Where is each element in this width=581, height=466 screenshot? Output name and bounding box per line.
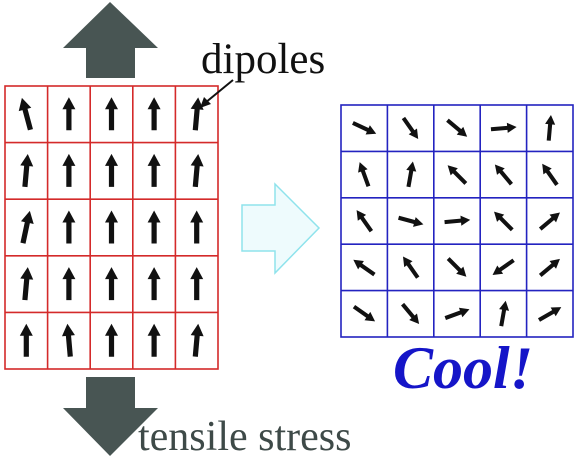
dipole-arrow-icon [105, 210, 118, 244]
stressed-dipole-grid [4, 85, 219, 370]
up-arrow-icon [63, 2, 158, 78]
dipole-arrow-icon [20, 210, 34, 244]
dipole-arrow-icon [402, 256, 420, 279]
dipole-arrow-icon [62, 210, 76, 244]
dipole-arrow-icon [352, 304, 376, 322]
grid-border [340, 104, 574, 338]
dipole-arrow-icon [147, 267, 161, 301]
pointer-head-icon [200, 97, 211, 108]
dipole-arrow-icon [190, 323, 204, 357]
dipole-arrow-icon [61, 323, 75, 357]
dipole-arrow-icon [147, 210, 161, 244]
dipole-arrow-icon [444, 215, 471, 226]
dipole-arrow-icon [492, 258, 515, 276]
dipole-arrow-icon [18, 97, 33, 131]
dipole-arrow-icon [494, 164, 513, 186]
dipole-arrow-icon [147, 323, 161, 357]
dipole-arrow-icon [494, 211, 514, 232]
dipole-arrow-icon [446, 257, 467, 277]
dipole-arrow-icon [353, 259, 376, 277]
dipole-arrow-icon [105, 323, 118, 357]
dipole-arrow-icon [538, 258, 560, 277]
dipole-arrow-icon [20, 153, 34, 188]
dipole-arrow-icon [20, 267, 34, 301]
cooled-dipole-grid [340, 104, 574, 338]
dipole-arrow-icon [62, 153, 76, 187]
dipole-arrow-icon [105, 153, 118, 187]
dipole-arrow-icon [537, 307, 562, 322]
dipole-arrow-icon [446, 118, 468, 137]
dipole-arrow-icon [398, 215, 424, 227]
cool-label: Cool! [393, 335, 533, 401]
dipole-arrow-icon [190, 97, 204, 131]
dipole-arrow-icon [406, 161, 417, 188]
dipole-arrow-icon [545, 114, 556, 141]
dipole-label-pointer [204, 79, 234, 104]
dipole-arrow-icon [105, 267, 118, 301]
dipole-arrow-icon [190, 210, 204, 244]
dipole-arrow-icon [358, 162, 371, 188]
dipole-arrow-icon [62, 97, 76, 131]
dipole-arrow-icon [352, 121, 377, 135]
tensile-stress-label: tensile stress [138, 414, 351, 460]
dipole-arrow-icon [356, 210, 374, 233]
dipole-arrow-icon [147, 153, 161, 187]
dipole-arrow-icon [401, 116, 419, 140]
dipole-arrow-icon [147, 97, 161, 131]
dipoles-label: dipoles [201, 36, 325, 83]
dipole-arrow-icon [447, 165, 468, 185]
dipole-arrow-icon [401, 302, 420, 324]
dipole-arrow-icon [190, 153, 204, 188]
dipole-arrow-icon [499, 300, 510, 327]
dipole-arrow-icon [490, 122, 517, 133]
dipole-arrow-icon [62, 267, 76, 301]
dipole-arrow-icon [542, 163, 559, 186]
dipole-arrow-icon [105, 97, 118, 131]
dipole-arrow-icon [190, 267, 204, 301]
dipole-arrow-icon [444, 307, 470, 320]
grid-border [4, 85, 219, 370]
dipole-arrow-icon [538, 212, 560, 231]
down-arrow-icon [63, 377, 158, 456]
right-arrow-icon [241, 182, 321, 275]
dipole-arrow-icon [19, 323, 33, 357]
